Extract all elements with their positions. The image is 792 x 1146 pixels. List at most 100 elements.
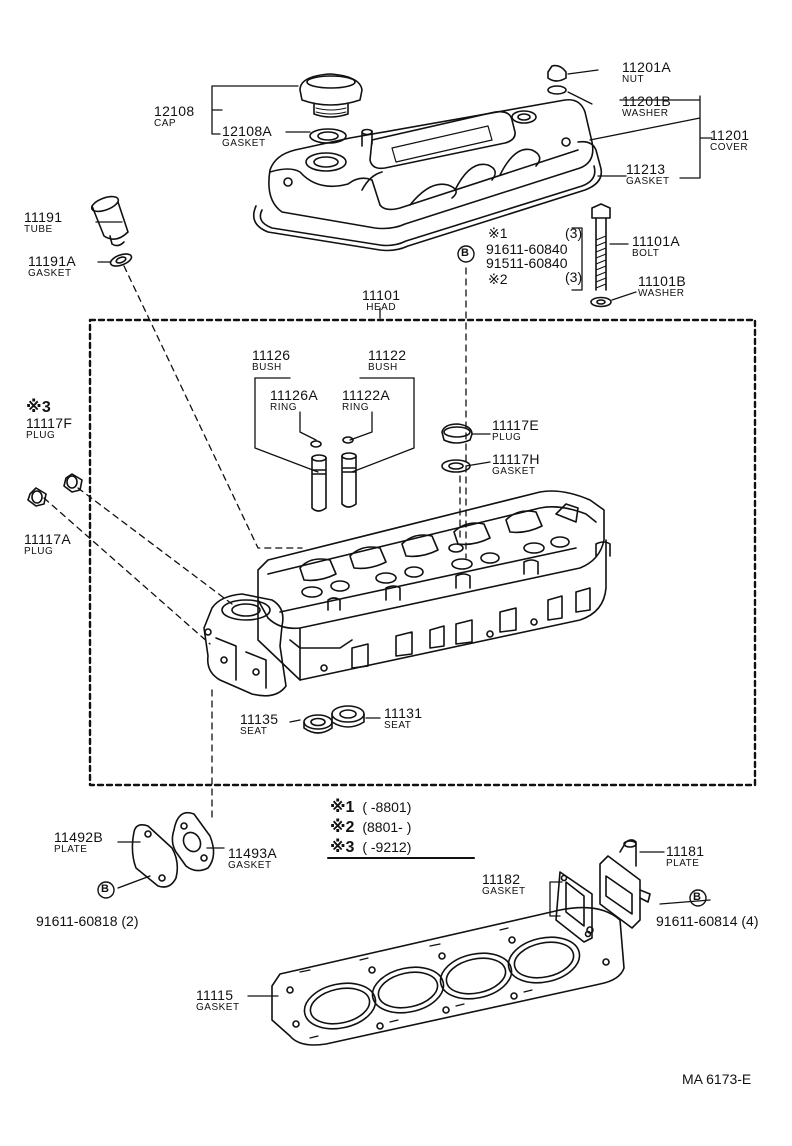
bolt-ref-lower-left: 91611-60818 (2) <box>36 913 139 929</box>
part-name: WASHER <box>638 288 685 299</box>
part-number: 11181 <box>666 843 705 859</box>
head-gasket-illustration <box>271 906 625 1046</box>
part-number: 11101 <box>362 287 401 303</box>
part-number: 11191 <box>24 209 63 225</box>
part-number: 11122 <box>368 347 407 363</box>
callout-bush-left: 11126 BUSH <box>252 348 290 373</box>
part-name: WASHER <box>622 108 669 119</box>
plug-e-illustration <box>441 423 473 473</box>
callout-plate-right: 11181 PLATE <box>666 844 704 869</box>
part-number: 11201A <box>622 59 672 75</box>
part-name: GASKET <box>228 860 272 871</box>
part-number: 11201 <box>710 127 750 143</box>
cylinder-head-illustration <box>203 490 611 697</box>
callout-nut: 11201A NUT <box>622 60 671 85</box>
part-name: PLUG <box>24 546 54 557</box>
callout-bolt: 11101A BOLT <box>632 234 680 259</box>
part-name: BUSH <box>368 362 398 373</box>
note-mark: ※2 <box>330 819 355 836</box>
b-markers <box>97 245 707 907</box>
callout-plug-f: ※3 11117F PLUG <box>26 400 72 441</box>
part-name: GASKET <box>196 1002 240 1013</box>
callout-tube: 11191 TUBE <box>24 210 62 235</box>
valve-seat-illustration <box>303 705 365 734</box>
callout-plate-left: 11492B PLATE <box>54 830 103 855</box>
callout-plug-e: 11117E PLUG <box>492 418 539 443</box>
callout-gasket-left: 11493A GASKET <box>228 846 277 871</box>
part-name: CAP <box>154 118 177 129</box>
part-name: BOLT <box>632 248 660 259</box>
tube-illustration <box>90 195 133 267</box>
callout-cap-gasket: 12108A GASKET <box>222 124 272 149</box>
part-name: GASKET <box>28 268 72 279</box>
b-marker-letter: B <box>461 247 469 259</box>
part-number: 11131 <box>384 705 423 721</box>
head-bolt-illustration <box>590 203 612 308</box>
bolt-ref-mark-1: ※1 <box>488 225 508 241</box>
part-name: PLUG <box>26 430 56 441</box>
note-mark: ※3 <box>330 839 355 856</box>
lower-right-plate-illustration <box>555 839 651 943</box>
b-marker-letter: B <box>101 883 109 895</box>
leader-lines <box>95 69 713 997</box>
callout-cap: 12108 CAP <box>154 104 194 129</box>
bolt-ref-lower-right: 91611-60814 (4) <box>656 913 759 929</box>
diagram-code: MA 6173-E <box>682 1071 752 1087</box>
note-range: (8801- ) <box>362 819 412 835</box>
note-mark: ※3 <box>26 399 52 416</box>
part-number: 11117A <box>24 531 71 547</box>
callout-ring-left: 11126A RING <box>270 388 318 413</box>
note-row: ※3 ( -9212) <box>330 840 411 856</box>
bolt-ref-part-2: 91511-60840 <box>486 255 568 271</box>
callout-washer-top: 11201B WASHER <box>622 94 671 119</box>
oil-cap-illustration <box>299 73 363 144</box>
part-name: GASKET <box>626 176 670 187</box>
part-name: BUSH <box>252 362 282 373</box>
b-marker-letter: B <box>693 891 701 903</box>
callout-bolt-washer: 11101B WASHER <box>638 274 686 299</box>
callout-cover-gasket: 11213 GASKET <box>626 162 670 187</box>
part-name: GASKET <box>482 886 526 897</box>
note-row: ※1 ( -8801) <box>330 800 411 816</box>
callout-gasket-h: 11117H GASKET <box>492 452 540 477</box>
part-number: 11201B <box>622 93 672 109</box>
valve-bush-illustration <box>310 436 357 512</box>
callout-seat-left: 11135 SEAT <box>240 712 278 737</box>
part-name: TUBE <box>24 224 53 235</box>
callout-bush-right: 11122 BUSH <box>368 348 406 373</box>
part-number: 11213 <box>626 161 666 177</box>
part-number: 11115 <box>196 987 234 1003</box>
part-name: SEAT <box>384 720 412 731</box>
part-name: SEAT <box>240 726 268 737</box>
part-name: COVER <box>710 142 749 153</box>
part-name: PLATE <box>666 858 700 869</box>
bolt-ref-qty-1: (3) <box>565 225 583 241</box>
part-number: 12108 <box>154 103 195 119</box>
callout-gasket-right: 11182 GASKET <box>482 872 526 897</box>
part-number: 12108A <box>222 123 273 139</box>
note-mark: ※1 <box>330 799 355 816</box>
part-name: RING <box>342 402 369 413</box>
side-plugs-illustration <box>27 473 83 507</box>
part-number: 11126 <box>252 347 291 363</box>
lower-left-plate-illustration <box>131 811 215 888</box>
nut-washer-illustration <box>547 64 567 95</box>
part-number: 11126A <box>270 387 318 403</box>
part-number: 11135 <box>240 711 279 727</box>
part-name: RING <box>270 402 297 413</box>
part-number: 11117H <box>492 451 540 467</box>
valve-cover-illustration <box>252 98 603 252</box>
part-number: 11493A <box>228 845 278 861</box>
part-name: NUT <box>622 74 645 85</box>
part-number: 11101B <box>638 273 686 289</box>
part-name: HEAD <box>366 302 397 313</box>
bolt-ref-part-1: 91611-60840 <box>486 241 568 257</box>
callout-head: 11101 HEAD <box>362 288 400 313</box>
part-name: GASKET <box>492 466 536 477</box>
head-boundary <box>88 318 757 787</box>
part-number: 11117E <box>492 417 539 433</box>
callout-tube-gasket: 11191A GASKET <box>28 254 76 279</box>
callout-seat-right: 11131 SEAT <box>384 706 422 731</box>
